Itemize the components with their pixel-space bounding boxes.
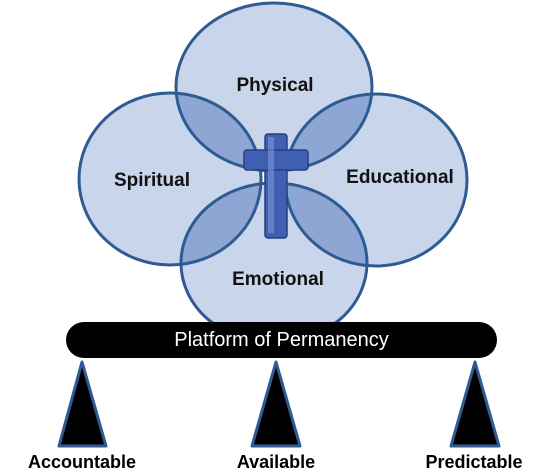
support-predictable-pyramid bbox=[449, 360, 501, 448]
support-label-predictable: Predictable bbox=[425, 452, 523, 472]
support-label-accountable: Accountable bbox=[27, 452, 137, 472]
label-emotional: Emotional bbox=[232, 269, 324, 290]
label-educational: Educational bbox=[346, 167, 454, 188]
support-available-pyramid bbox=[250, 360, 302, 448]
support-label-available: Available bbox=[236, 452, 316, 472]
platform-label: Platform of Permanency bbox=[174, 328, 389, 351]
support-accountable-pyramid bbox=[57, 360, 108, 448]
support-pyramids bbox=[57, 360, 501, 448]
label-physical: Physical bbox=[236, 75, 314, 96]
label-spiritual: Spiritual bbox=[113, 170, 191, 191]
platform-bar: Platform of Permanency bbox=[66, 322, 497, 358]
cross-icon bbox=[243, 133, 309, 239]
circle-overlaps bbox=[176, 93, 372, 266]
